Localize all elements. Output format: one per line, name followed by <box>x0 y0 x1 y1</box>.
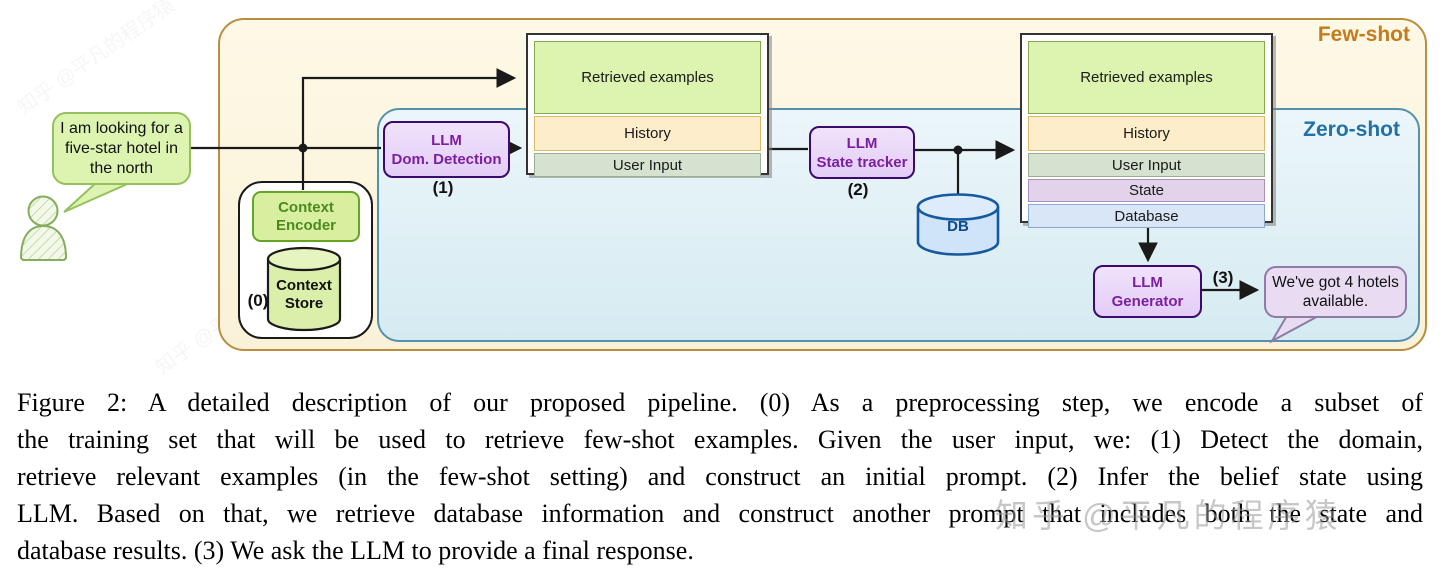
response-bubble-tail <box>1269 313 1323 344</box>
llm-generator-box: LLM Generator <box>1093 265 1202 318</box>
context-encoder-label: Context Encoder <box>275 198 336 234</box>
llm-domain-line2: Dom. Detection <box>391 150 502 168</box>
db-cylinder <box>916 193 1000 256</box>
llm-state-tracker-box: LLM State tracker <box>809 126 915 179</box>
step-3-label: (3) <box>1212 268 1234 287</box>
junction-dot <box>298 143 308 153</box>
llm-state-line1: LLM <box>846 134 878 152</box>
step-0-label: (0) <box>247 291 269 310</box>
prompt1-user-input-row: User Input <box>534 153 761 177</box>
zero-shot-label: Zero-shot <box>1303 118 1400 141</box>
prompt2-retrieved-examples: Retrieved examples <box>1028 41 1265 114</box>
llm-generator-line1: LLM <box>1132 273 1163 291</box>
llm-domain-line1: LLM <box>431 131 462 149</box>
prompt1-retrieved-examples: Retrieved examples <box>534 41 761 114</box>
system-response-text: We've got 4 hotels available. <box>1272 274 1399 310</box>
caption-line-1: Figure 2: A detailed description of our … <box>17 388 1423 417</box>
prompt2-state-row: State <box>1028 179 1265 202</box>
caption-line-5: database results. (3) We ask the LLM to … <box>17 536 694 565</box>
zhihu-watermark: 知乎 @平凡的程序猿 <box>995 497 1342 534</box>
user-bubble-tail <box>63 180 135 213</box>
step-2-label: (2) <box>847 180 869 199</box>
prompt2-database-row: Database <box>1028 204 1265 228</box>
caption-line-3: retrieve relevant examples (in the few-s… <box>17 462 1423 491</box>
few-shot-label: Few-shot <box>1317 23 1410 46</box>
step-1-label: (1) <box>432 178 454 197</box>
user-speech-bubble: I am looking for a five-star hotel in th… <box>52 112 191 185</box>
caption-line-4: LLM. Based on that, we retrieve database… <box>17 499 1423 528</box>
llm-state-line2: State tracker <box>816 153 908 171</box>
prompt-box-1: Retrieved examples History User Input <box>526 33 769 177</box>
user-person-icon <box>20 195 67 261</box>
context-encoder-box: Context Encoder <box>252 191 360 242</box>
db-label: DB <box>947 218 969 235</box>
prompt2-history-row: History <box>1028 116 1265 151</box>
prompt-box-2: Retrieved examples History User Input St… <box>1020 33 1273 228</box>
junction-dot <box>953 145 963 155</box>
context-store-cylinder <box>266 246 342 332</box>
connector-layer <box>20 68 1323 344</box>
llm-generator-line2: Generator <box>1111 292 1184 310</box>
figure-caption: Figure 2: A detailed description of our … <box>17 384 1423 569</box>
prompt1-history-row: History <box>534 116 761 151</box>
context-store-label: Context Store <box>276 277 332 312</box>
user-utterance-text: I am looking for a five-star hotel in th… <box>60 119 183 177</box>
system-response-bubble: We've got 4 hotels available. <box>1264 266 1407 318</box>
caption-line-2: the training set that will be used to re… <box>17 425 1423 454</box>
llm-domain-detection-box: LLM Dom. Detection <box>383 121 510 178</box>
prompt2-user-input-row: User Input <box>1028 153 1265 177</box>
